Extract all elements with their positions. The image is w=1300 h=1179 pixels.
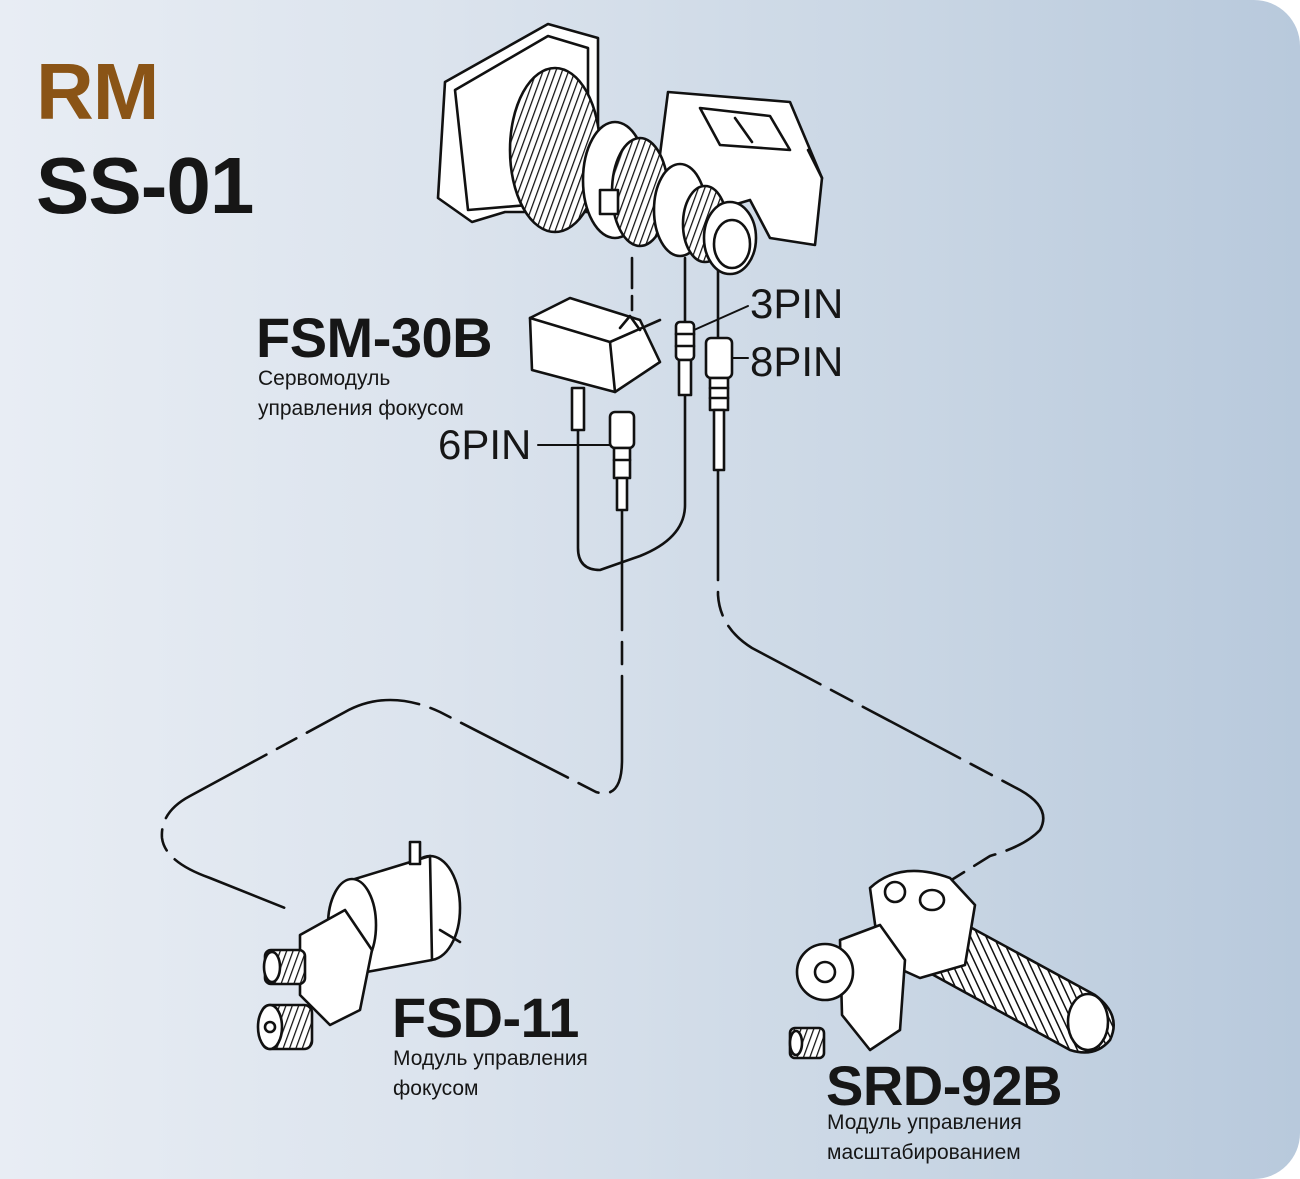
fsd-11-model-label: FSD-11: [392, 986, 579, 1049]
3pin-connector-illustration: [674, 320, 696, 397]
focus-cable: [160, 508, 624, 910]
6pin-label: 6PIN: [438, 421, 532, 468]
fsm-servo-cable: [576, 256, 687, 572]
kit-title-rm: RM: [36, 47, 159, 136]
camera-lens-illustration: [436, 22, 824, 276]
8pin-connector-illustration: [704, 336, 734, 472]
srd-92b-desc-line2: масштабированием: [827, 1141, 1021, 1164]
3pin-label: 3PIN: [750, 280, 844, 327]
fsd-11-desc-line2: фокусом: [393, 1077, 479, 1100]
fsm-30b-desc-line1: Сервомодуль: [258, 367, 391, 390]
fsd-11-desc-line1: Модуль управления: [393, 1047, 588, 1070]
8pin-label: 8PIN: [750, 338, 844, 385]
fsm-30b-servo-illustration: [528, 296, 662, 432]
srd-92b-desc-line1: Модуль управления: [827, 1111, 1022, 1134]
zoom-cable: [716, 468, 1045, 886]
6pin-connector-illustration: [608, 410, 636, 512]
srd-92b-model-label: SRD-92B: [826, 1054, 1063, 1117]
kit-title-ss01: SS-01: [36, 141, 254, 230]
fsd-11-focus-illustration: [256, 840, 462, 1051]
fsm-30b-model-label: FSM-30B: [256, 306, 493, 369]
srd-92b-zoom-illustration: [788, 869, 1115, 1060]
fsm-30b-desc-line2: управления фокусом: [258, 397, 464, 420]
